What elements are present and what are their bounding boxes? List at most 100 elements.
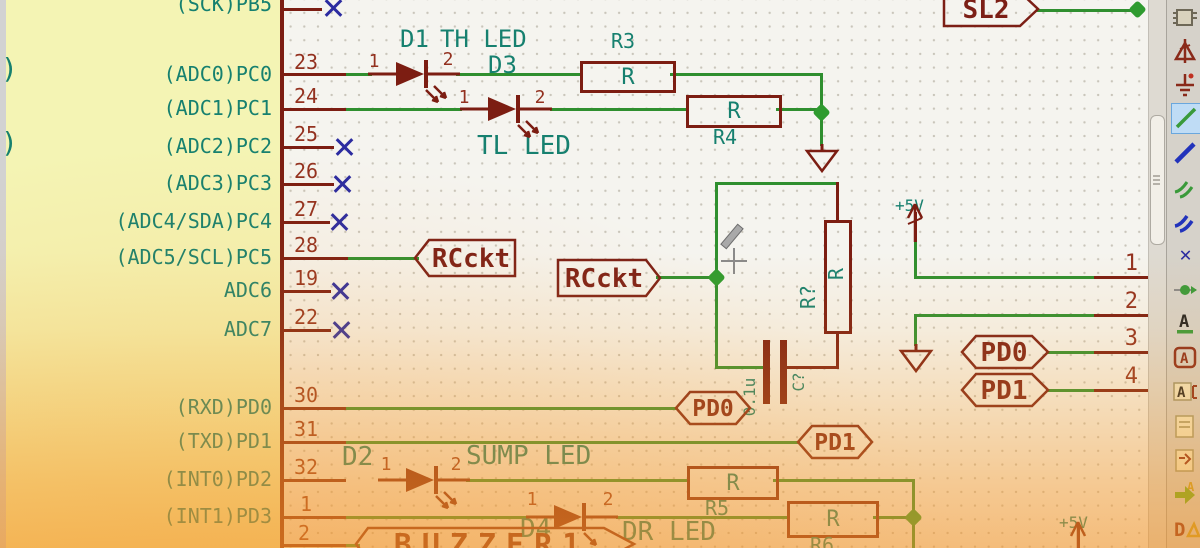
wire[interactable] xyxy=(466,479,687,482)
place-sheet-pin-icon[interactable]: A xyxy=(1171,480,1200,509)
pin-stub[interactable] xyxy=(282,257,348,260)
place-junction-icon[interactable] xyxy=(1171,275,1200,304)
import-sheet-pin-icon[interactable] xyxy=(1171,446,1200,475)
wire[interactable] xyxy=(346,407,678,410)
ground-symbol[interactable] xyxy=(804,144,840,174)
wire[interactable] xyxy=(670,73,823,76)
pin-stub[interactable] xyxy=(282,108,346,111)
pin-stub[interactable] xyxy=(282,8,322,11)
pin-name: (ADC4/SDA)PC4 xyxy=(115,209,272,233)
place-wire-icon[interactable] xyxy=(1171,103,1200,134)
no-connect-flag[interactable] xyxy=(328,211,350,233)
global-label-buzzer[interactable]: BUZZER1 xyxy=(352,526,638,548)
wire[interactable] xyxy=(914,240,917,278)
pin-stub[interactable] xyxy=(282,441,346,444)
place-power-port-icon[interactable] xyxy=(1171,37,1200,66)
pin-stub[interactable] xyxy=(282,73,346,76)
global-label-pd1-right[interactable]: PD1 xyxy=(958,372,1050,408)
vertical-scrollbar-track[interactable] xyxy=(1148,0,1167,548)
global-label-pd1[interactable]: PD1 xyxy=(796,424,874,460)
capacitor-plate[interactable] xyxy=(780,340,787,404)
no-connect-flag-icon[interactable]: ✕ xyxy=(1179,242,1192,266)
pin-number: 27 xyxy=(293,197,319,221)
wire[interactable] xyxy=(550,108,686,111)
pin-number: 31 xyxy=(293,417,319,441)
pin-name: (INT1)PD3 xyxy=(163,504,272,528)
resistor-r5[interactable]: R xyxy=(687,466,779,500)
svg-text:D: D xyxy=(1174,519,1185,541)
svg-text:RCckt: RCckt xyxy=(432,244,510,274)
pin-stub[interactable] xyxy=(282,479,346,482)
resistor-value: R xyxy=(826,507,840,532)
led-symbol-d3[interactable] xyxy=(460,93,552,149)
capacitor-plate[interactable] xyxy=(763,340,770,404)
wire[interactable] xyxy=(715,182,839,185)
no-connect-flag[interactable] xyxy=(333,136,355,158)
svg-text:PD1: PD1 xyxy=(814,430,856,456)
component-lead[interactable] xyxy=(836,332,839,369)
component-lead[interactable] xyxy=(836,182,839,222)
led-value: TH LED xyxy=(440,25,527,53)
no-connect-flag[interactable] xyxy=(322,0,344,19)
resistor-value: R xyxy=(727,99,741,124)
wire[interactable] xyxy=(1046,351,1096,354)
svg-text:PD1: PD1 xyxy=(981,376,1028,406)
wire[interactable] xyxy=(1046,389,1096,392)
place-bus-icon[interactable] xyxy=(1171,139,1200,168)
wire[interactable] xyxy=(914,314,917,346)
wire[interactable] xyxy=(914,314,1096,317)
pin-stub[interactable] xyxy=(282,183,334,186)
global-label-pd0-right[interactable]: PD0 xyxy=(958,334,1050,370)
place-hierarchical-sheet-icon[interactable] xyxy=(1171,412,1200,441)
wire-to-bus-entry-icon[interactable] xyxy=(1171,173,1200,202)
vcc-symbol[interactable] xyxy=(904,200,928,242)
pin-stub[interactable] xyxy=(282,221,330,224)
cutoff-pin-text: ) xyxy=(1,52,18,85)
connector-pin-stub[interactable] xyxy=(1094,389,1150,392)
place-net-label-icon[interactable]: A xyxy=(1171,309,1200,338)
pin-stub[interactable] xyxy=(282,516,346,519)
pin-stub[interactable] xyxy=(282,544,346,547)
resistor-r4[interactable]: R xyxy=(686,95,782,128)
wire[interactable] xyxy=(715,366,764,369)
wire[interactable] xyxy=(348,257,419,260)
vcc-symbol[interactable] xyxy=(1067,518,1091,548)
pin-name: (ADC0)PC0 xyxy=(163,62,272,86)
place-hierarchical-label-icon[interactable]: A xyxy=(1171,377,1200,406)
pin-number: 19 xyxy=(293,266,319,290)
pin-stub[interactable] xyxy=(282,146,334,149)
crosshair-cursor xyxy=(733,248,735,274)
no-connect-flag[interactable] xyxy=(329,280,351,302)
resistor-value: R xyxy=(726,470,740,496)
cutoff-pin-text: ) xyxy=(1,126,18,159)
connector-pin-stub[interactable] xyxy=(1094,351,1150,354)
place-symbol-icon[interactable] xyxy=(1171,3,1200,32)
global-label-rcckt-right[interactable]: RCckt xyxy=(556,258,662,298)
pin-number: 32 xyxy=(293,455,319,479)
scrollbar-grip xyxy=(1153,175,1160,177)
pin-name: (SCK)PB5 xyxy=(175,0,272,16)
ground-symbol[interactable] xyxy=(898,344,934,374)
pin-stub[interactable] xyxy=(282,290,331,293)
global-label-pd0[interactable]: PD0 xyxy=(674,390,752,426)
global-label-sl2[interactable]: SL2 xyxy=(942,0,1042,28)
wire[interactable] xyxy=(1036,9,1137,12)
led-symbol-d2[interactable] xyxy=(378,464,470,520)
resistor-r3[interactable]: R xyxy=(580,61,676,93)
wire[interactable] xyxy=(914,276,1096,279)
place-text-icon[interactable]: D xyxy=(1171,514,1200,543)
connector-pin-stub[interactable] xyxy=(1094,276,1150,279)
pin-stub[interactable] xyxy=(282,329,331,332)
connector-pin-stub[interactable] xyxy=(1094,314,1150,317)
pin-stub[interactable] xyxy=(282,407,346,410)
connector-pin-number: 4 xyxy=(1124,364,1138,389)
place-global-label-icon[interactable]: A xyxy=(1171,343,1200,372)
wire[interactable] xyxy=(456,73,580,76)
place-power-flag-icon[interactable] xyxy=(1171,71,1200,100)
wire[interactable] xyxy=(773,479,915,482)
no-connect-flag[interactable] xyxy=(330,319,352,341)
bus-to-bus-entry-icon[interactable] xyxy=(1171,207,1200,236)
global-label-rcckt-left[interactable]: RCckt xyxy=(413,238,517,278)
no-connect-flag[interactable] xyxy=(331,173,353,195)
